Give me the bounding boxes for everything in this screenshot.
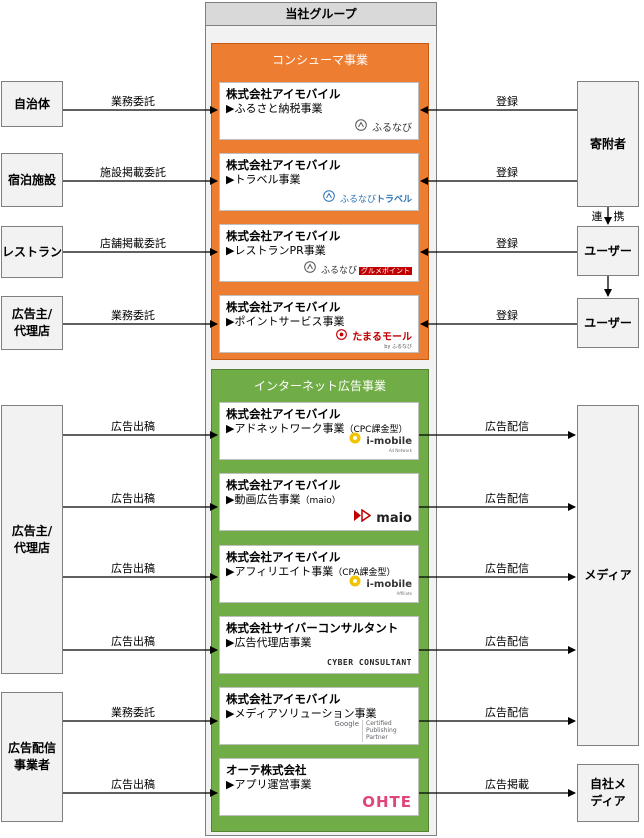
business-name: ▶ふるさと納税事業 [226,102,323,115]
card-furusato: 株式会社アイモバイル ▶ふるさと納税事業 ふるなび [219,82,419,140]
donor-box: 寄附者 [577,81,639,207]
flow-label: 店舗掲載委託 [100,237,166,250]
flow-label: 業務委託 [111,95,155,108]
flow-label: 業務委託 [111,706,155,719]
ad-distributor-box: 広告配信事業者 [1,692,63,822]
company-name: 株式会社アイモバイル [226,550,341,564]
google-partner-logo: Google Certified Publishing Partner [334,720,397,742]
advertiser-box: 広告主/代理店 [1,296,63,350]
flow-label: 業務委託 [111,309,155,322]
flow-label: 広告掲載 [485,778,529,791]
flow-label: 広告配信 [485,562,529,575]
maio-logo: maio [353,507,412,526]
furunavi-icon [355,119,367,131]
flow-label: 広告配信 [485,635,529,648]
business-name: ▶アプリ運営事業 [226,778,312,791]
media-box: メディア [577,405,639,746]
restaurant-box: レストラン [1,226,63,278]
flow-label: 広告出稿 [111,562,155,575]
flow-label: 登録 [496,166,518,179]
company-name: 株式会社アイモバイル [226,407,341,421]
card-affiliate: 株式会社アイモバイル ▶アフィリエイト事業（CPA課金型） i-mobile A… [219,545,419,603]
local-government-box: 自治体 [1,81,63,127]
ohte-logo: OHTE [362,793,412,811]
flow-label: 広告配信 [485,420,529,433]
furunavi-gourmet-logo: ふるなびグルメポイント [304,258,412,277]
business-name: ▶トラベル事業 [226,173,301,186]
business-name: ▶アフィリエイト事業（CPA課金型） [226,565,396,578]
card-app: オーテ株式会社 ▶アプリ運営事業 OHTE [219,758,419,816]
card-media-solution: 株式会社アイモバイル ▶メディアソリューション事業 Google Certifi… [219,687,419,745]
business-name: ▶ポイントサービス事業 [226,315,345,328]
company-name: オーテ株式会社 [226,763,307,777]
business-name: ▶メディアソリューション事業 [226,707,377,720]
flow-label: 施設掲載委託 [100,166,166,179]
user-box: ユーザー [577,226,639,276]
flow-label: 登録 [496,237,518,250]
furunavi-travel-icon [323,190,335,202]
consumer-section-title: コンシューマ事業 [271,53,368,67]
company-name: 株式会社アイモバイル [226,158,341,172]
furunavi-travel-logo: ふるなびトラベル [323,187,412,206]
lodging-box: 宿泊施設 [1,153,63,207]
business-name: ▶レストランPR事業 [226,244,326,257]
flow-label: 広告配信 [485,706,529,719]
flow-label: 広告出稿 [111,420,155,433]
business-name: ▶広告代理店事業 [226,636,312,649]
tamaru-mall-logo: たまるモール by ふるなび [336,325,412,350]
flow-label: 広告出稿 [111,492,155,505]
i-mobile-icon [349,432,361,444]
link-label: 連 携 [591,210,625,223]
company-name: 株式会社アイモバイル [226,300,341,314]
flow-label: 広告配信 [485,492,529,505]
company-name: 株式会社アイモバイル [226,229,341,243]
business-name: ▶アドネットワーク事業（CPC課金型） [226,422,408,435]
furunavi-logo: ふるなび [355,116,412,135]
card-agency: 株式会社サイバーコンサルタント ▶広告代理店事業 CYBER CONSULTAN… [219,616,419,674]
card-travel: 株式会社アイモバイル ▶トラベル事業 ふるなびトラベル [219,153,419,211]
flow-label: 広告出稿 [111,635,155,648]
maio-icon [354,508,372,523]
business-name: ▶動画広告事業（maio） [226,493,341,506]
company-name: 株式会社サイバーコンサルタント [226,621,399,635]
advertiser-box: 広告主/代理店 [1,405,63,674]
i-mobile-affiliate-logo: i-mobile Affiliate [349,575,412,598]
furunavi-gourmet-icon [304,261,316,273]
company-name: 株式会社アイモバイル [226,87,341,101]
card-restaurant: 株式会社アイモバイル ▶レストランPR事業 ふるなびグルメポイント [219,224,419,282]
tamaru-mall-icon [336,329,348,340]
card-video-ad: 株式会社アイモバイル ▶動画広告事業（maio） maio [219,473,419,531]
flow-label: 登録 [496,95,518,108]
i-mobile-icon [349,575,361,587]
internet-ad-section-title: インターネット広告事業 [253,379,386,393]
card-point: 株式会社アイモバイル ▶ポイントサービス事業 たまるモール by ふるなび [219,295,419,353]
card-ad-network: 株式会社アイモバイル ▶アドネットワーク事業（CPC課金型） i-mobile … [219,402,419,460]
flow-label: 登録 [496,309,518,322]
google-partner-icon: Google [334,720,359,728]
company-name: 株式会社アイモバイル [226,478,341,492]
flow-label: 広告出稿 [111,778,155,791]
user-box: ユーザー [577,298,639,348]
cyber-consultant-logo: CYBER CONSULTANT [326,658,412,667]
own-media-box: 自社メディア [577,764,639,822]
group-title: 当社グループ [205,2,437,26]
i-mobile-logo: i-mobile Ad Network [349,432,412,455]
company-name: 株式会社アイモバイル [226,692,341,706]
